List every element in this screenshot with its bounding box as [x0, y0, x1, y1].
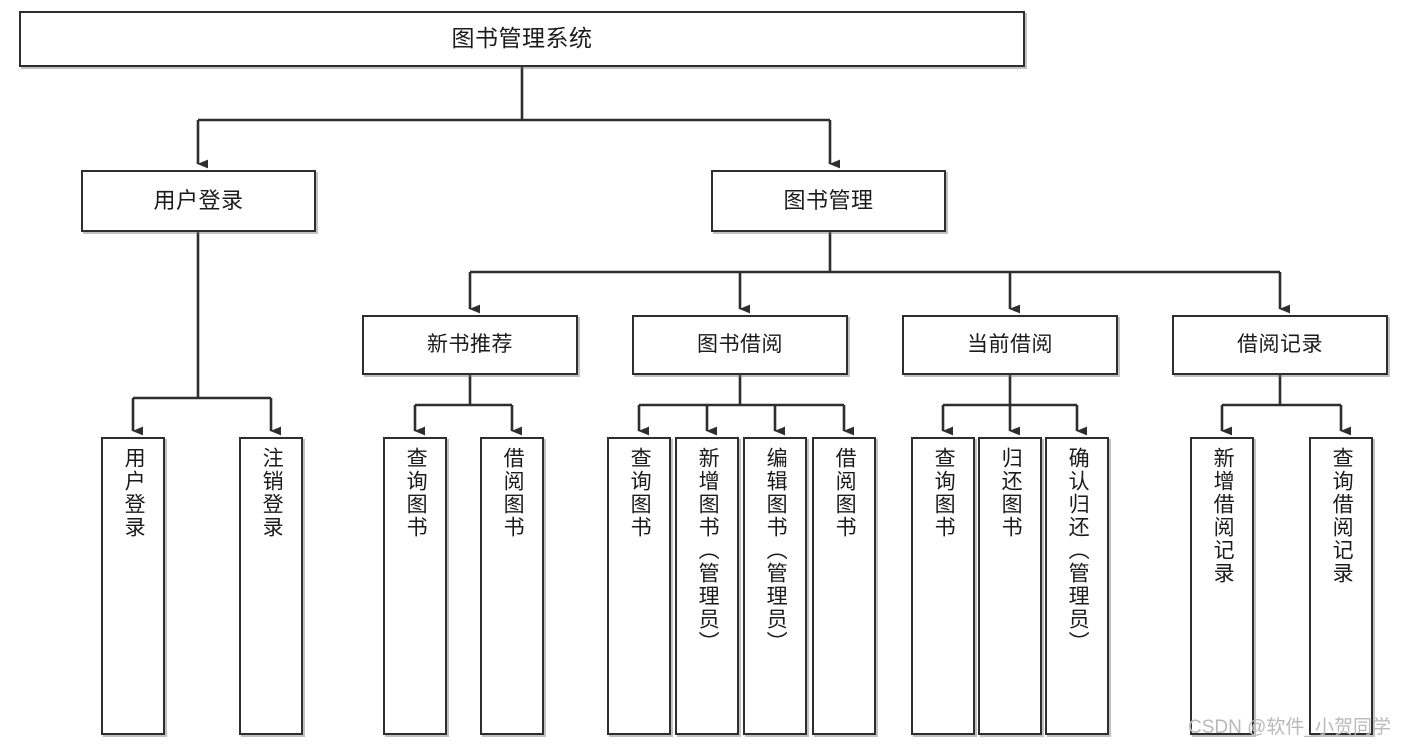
node-label: 查询图书	[404, 447, 428, 539]
leaf-book-borrow-add-book[interactable]: 新增图书（管理员）	[675, 437, 739, 735]
node-label: 查询借阅记录	[1330, 447, 1354, 585]
node-label: 确认归还（管理员）	[1066, 447, 1090, 654]
leaf-new-book-query-book[interactable]: 查询图书	[383, 437, 447, 735]
node-label: 查询图书	[628, 447, 652, 539]
node-current-borrow[interactable]: 当前借阅	[902, 315, 1118, 375]
node-borrow-record[interactable]: 借阅记录	[1172, 315, 1388, 375]
leaf-current-borrow-return-book[interactable]: 归还图书	[978, 437, 1042, 735]
leaf-borrow-record-add-record[interactable]: 新增借阅记录	[1190, 437, 1254, 735]
node-label: 用户登录	[153, 187, 244, 213]
leaf-user-login-login[interactable]: 用户登录	[101, 437, 165, 735]
node-label: 图书借阅	[697, 333, 783, 357]
node-label: 新增借阅记录	[1211, 447, 1235, 585]
node-book-management-system[interactable]: 图书管理系统	[19, 11, 1025, 67]
node-label: 新增图书（管理员）	[696, 447, 720, 654]
node-label: 注销登录	[260, 447, 284, 539]
leaf-book-borrow-query-book[interactable]: 查询图书	[607, 437, 671, 735]
node-label: 图书管理	[783, 187, 874, 213]
node-label: 编辑图书（管理员）	[764, 447, 788, 654]
leaf-user-login-logout[interactable]: 注销登录	[239, 437, 303, 735]
node-book-borrow[interactable]: 图书借阅	[632, 315, 848, 375]
node-book-management[interactable]: 图书管理	[711, 170, 946, 232]
leaf-current-borrow-query-book[interactable]: 查询图书	[911, 437, 975, 735]
node-label: 用户登录	[122, 447, 146, 539]
node-label: 图书管理系统	[451, 25, 593, 52]
node-label: 借阅记录	[1237, 333, 1323, 357]
node-label: 归还图书	[999, 447, 1023, 539]
node-label: 借阅图书	[833, 447, 857, 539]
node-new-book-recommend[interactable]: 新书推荐	[362, 315, 578, 375]
leaf-current-borrow-confirm-return[interactable]: 确认归还（管理员）	[1045, 437, 1109, 735]
node-label: 新书推荐	[427, 333, 513, 357]
leaf-new-book-borrow-book[interactable]: 借阅图书	[480, 437, 544, 735]
node-user-login[interactable]: 用户登录	[81, 170, 316, 232]
csdn-watermark: CSDN @软件_小贺同学	[1188, 717, 1391, 738]
node-label: 借阅图书	[501, 447, 525, 539]
node-label: 当前借阅	[967, 333, 1053, 357]
leaf-book-borrow-borrow-book[interactable]: 借阅图书	[812, 437, 876, 735]
leaf-borrow-record-query-record[interactable]: 查询借阅记录	[1309, 437, 1373, 735]
node-label: 查询图书	[932, 447, 956, 539]
leaf-book-borrow-edit-book[interactable]: 编辑图书（管理员）	[743, 437, 807, 735]
